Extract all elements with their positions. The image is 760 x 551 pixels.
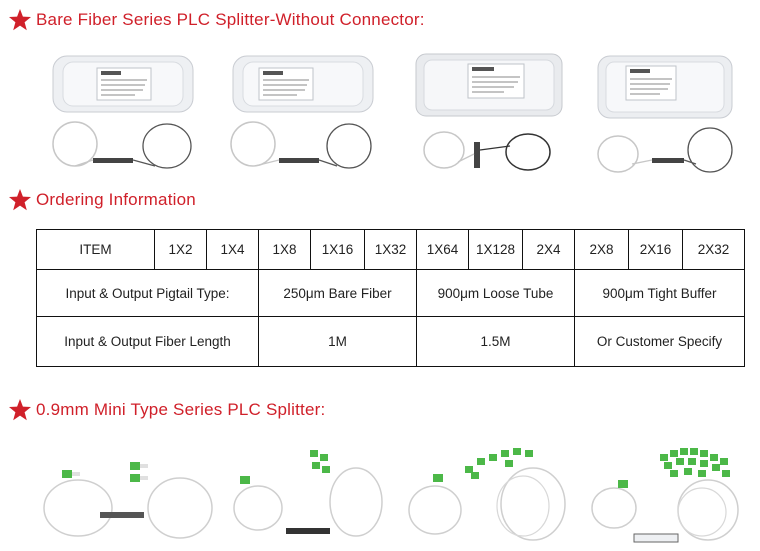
table-cell: 2X8 xyxy=(574,229,629,270)
table-cell: 1X4 xyxy=(206,229,259,270)
star-icon xyxy=(9,399,31,421)
mini-splitter-image xyxy=(591,448,739,543)
table-cell: Or Customer Specify xyxy=(574,316,745,367)
table-cell: 2X16 xyxy=(628,229,683,270)
mini-type-title-text: 0.9mm Mini Type Series PLC Splitter: xyxy=(36,400,326,419)
bare-fiber-splitter-image xyxy=(230,55,374,169)
ordering-title-text: Ordering Information xyxy=(36,190,196,209)
table-row-label: Input & Output Fiber Length xyxy=(36,316,259,367)
table-cell: 1X128 xyxy=(468,229,523,270)
table-cell: 1.5M xyxy=(416,316,575,367)
star-icon xyxy=(9,9,31,31)
table-cell: 900μm Loose Tube xyxy=(416,269,575,317)
mini-splitter-image xyxy=(408,448,566,541)
bare-fiber-splitter-image xyxy=(415,53,563,171)
mini-splitter-image xyxy=(233,450,383,537)
table-cell: 1X32 xyxy=(364,229,417,270)
table-header-row: ITEM 1X2 1X4 1X8 1X16 1X32 1X64 1X128 2X… xyxy=(36,229,745,270)
bare-fiber-section-title: Bare Fiber Series PLC Splitter-Without C… xyxy=(8,8,425,32)
table-cell: 900μm Tight Buffer xyxy=(574,269,745,317)
table-row-pigtail-type: Input & Output Pigtail Type: 250μm Bare … xyxy=(36,269,745,317)
table-cell: 2X32 xyxy=(682,229,745,270)
table-cell: 1X8 xyxy=(258,229,311,270)
ordering-section-title: Ordering Information xyxy=(8,188,196,212)
table-cell: 1X2 xyxy=(154,229,207,270)
star-icon xyxy=(9,189,31,211)
bare-fiber-splitter-image xyxy=(597,55,733,173)
table-row-fiber-length: Input & Output Fiber Length 1M 1.5M Or C… xyxy=(36,316,745,367)
ordering-table: ITEM 1X2 1X4 1X8 1X16 1X32 1X64 1X128 2X… xyxy=(36,229,745,367)
table-cell: 1X64 xyxy=(416,229,469,270)
table-cell: 1X16 xyxy=(310,229,365,270)
table-cell: 2X4 xyxy=(522,229,575,270)
table-cell: 250μm Bare Fiber xyxy=(258,269,417,317)
mini-splitter-image xyxy=(43,462,213,539)
mini-type-section-title: 0.9mm Mini Type Series PLC Splitter: xyxy=(8,398,325,422)
table-cell: ITEM xyxy=(36,229,155,270)
bare-fiber-title-text: Bare Fiber Series PLC Splitter-Without C… xyxy=(36,10,425,29)
table-row-label: Input & Output Pigtail Type: xyxy=(36,269,259,317)
bare-fiber-splitter-image xyxy=(52,55,194,169)
table-cell: 1M xyxy=(258,316,417,367)
